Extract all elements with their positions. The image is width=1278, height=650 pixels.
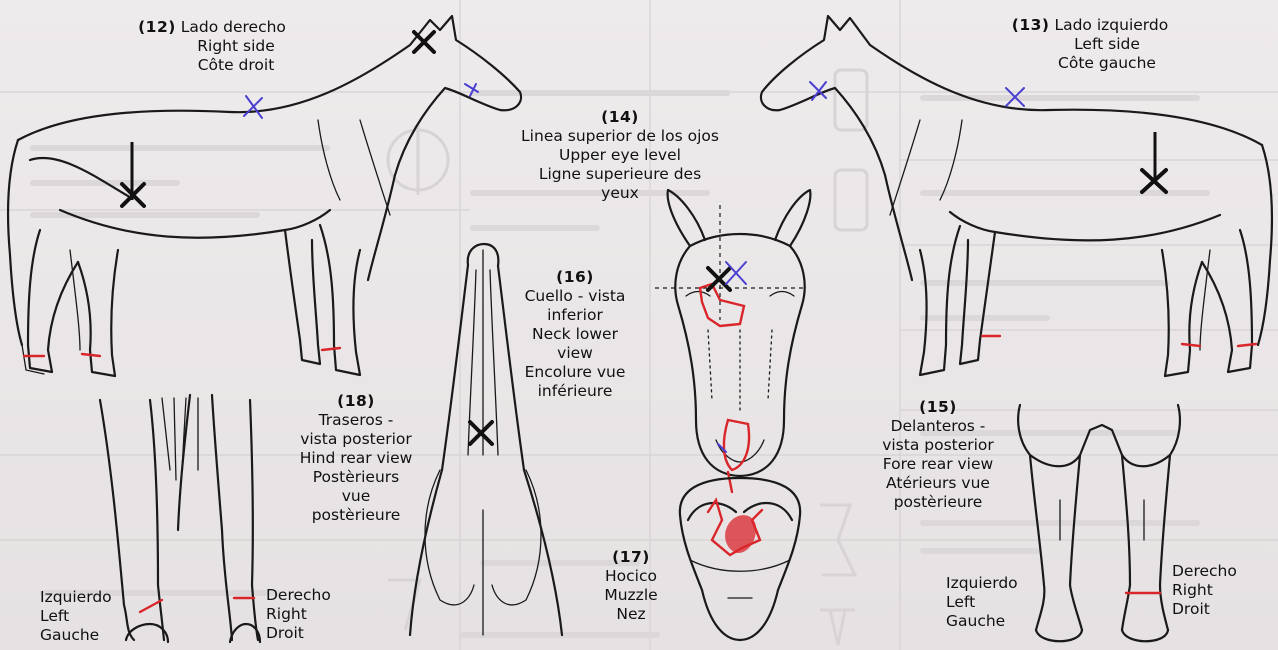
hind-rear-view [100,395,260,642]
muzzle-line-en: Muzzle [596,586,666,605]
right-side-label: (12) Lado derecho Right side Côte droit [112,18,312,75]
muzzle-label: (17) Hocico Muzzle Nez [596,548,666,624]
left-side-title-fr: Côte gauche [985,54,1195,73]
muzzle-view [680,478,800,640]
hind-rear-line-5: vue [286,487,426,506]
left-side-label: (13) Lado izquierdo Left side Côte gauch… [985,16,1195,73]
fore-rear-line-4: Atérieurs vue [858,474,1018,493]
neck-lower-label: (16) Cuello - vista inferior Neck lower … [500,268,650,401]
hind-rear-number: (18) [286,392,426,411]
hind-left-es: Izquierdo [40,588,112,607]
right-side-title-es: Lado derecho [181,18,286,36]
fore-right-es: Derecho [1172,562,1237,581]
fore-rear-view [1018,405,1180,641]
fore-rear-line-2: vista posterior [858,436,1018,455]
fore-right-fr: Droit [1172,600,1237,619]
hind-left-leg-label: Izquierdo Left Gauche [40,588,112,645]
eye-level-line-en: Upper eye level [490,146,750,165]
fore-left-fr: Gauche [946,612,1018,631]
fore-left-es: Izquierdo [946,574,1018,593]
hind-rear-line-1: Traseros - [286,411,426,430]
eye-level-line-fr: Ligne superieure des [490,165,750,184]
left-side-title-en: Left side [985,35,1195,54]
fore-rear-line-5: postèrieure [858,493,1018,512]
head-front-view [655,190,810,492]
eye-level-label: (14) Linea superior de los ojos Upper ey… [490,108,750,203]
hind-rear-line-3: Hind rear view [286,449,426,468]
neck-lower-number: (16) [500,268,650,287]
neck-lower-line-1: Cuello - vista [500,287,650,306]
hind-rear-label: (18) Traseros - vista posterior Hind rea… [286,392,426,525]
fore-left-leg-label: Izquierdo Left Gauche [946,574,1018,631]
left-side-title-es: Lado izquierdo [1054,16,1168,34]
hind-left-en: Left [40,607,112,626]
fore-rear-line-1: Delanteros - [858,417,1018,436]
neck-lower-line-5: Encolure vue [500,363,650,382]
muzzle-line-fr: Nez [596,605,666,624]
right-side-title-fr: Côte droit [112,56,312,75]
hind-left-fr: Gauche [40,626,112,645]
fore-left-en: Left [946,593,1018,612]
right-side-title-en: Right side [112,37,312,56]
neck-lower-line-6: inférieure [500,382,650,401]
muzzle-line-es: Hocico [596,567,666,586]
eye-level-line-es: Linea superior de los ojos [490,127,750,146]
hind-rear-line-6: postèrieure [286,506,426,525]
hind-right-fr: Droit [266,624,331,643]
hind-rear-line-4: Postèrieurs [286,468,426,487]
neck-lower-line-2: inferior [500,306,650,325]
neck-lower-line-4: view [500,344,650,363]
fore-rear-line-3: Fore rear view [858,455,1018,474]
muzzle-number: (17) [596,548,666,567]
hind-right-leg-label: Derecho Right Droit [266,586,331,643]
eye-level-number: (14) [490,108,750,127]
fore-right-en: Right [1172,581,1237,600]
hind-right-es: Derecho [266,586,331,605]
fore-rear-label: (15) Delanteros - vista posterior Fore r… [858,398,1018,512]
hind-rear-line-2: vista posterior [286,430,426,449]
fore-right-leg-label: Derecho Right Droit [1172,562,1237,619]
right-side-number: (12) [138,18,176,36]
hind-right-en: Right [266,605,331,624]
fore-rear-number: (15) [858,398,1018,417]
eye-level-line-fr-2: yeux [490,184,750,203]
left-side-number: (13) [1012,16,1050,34]
neck-lower-line-3: Neck lower [500,325,650,344]
